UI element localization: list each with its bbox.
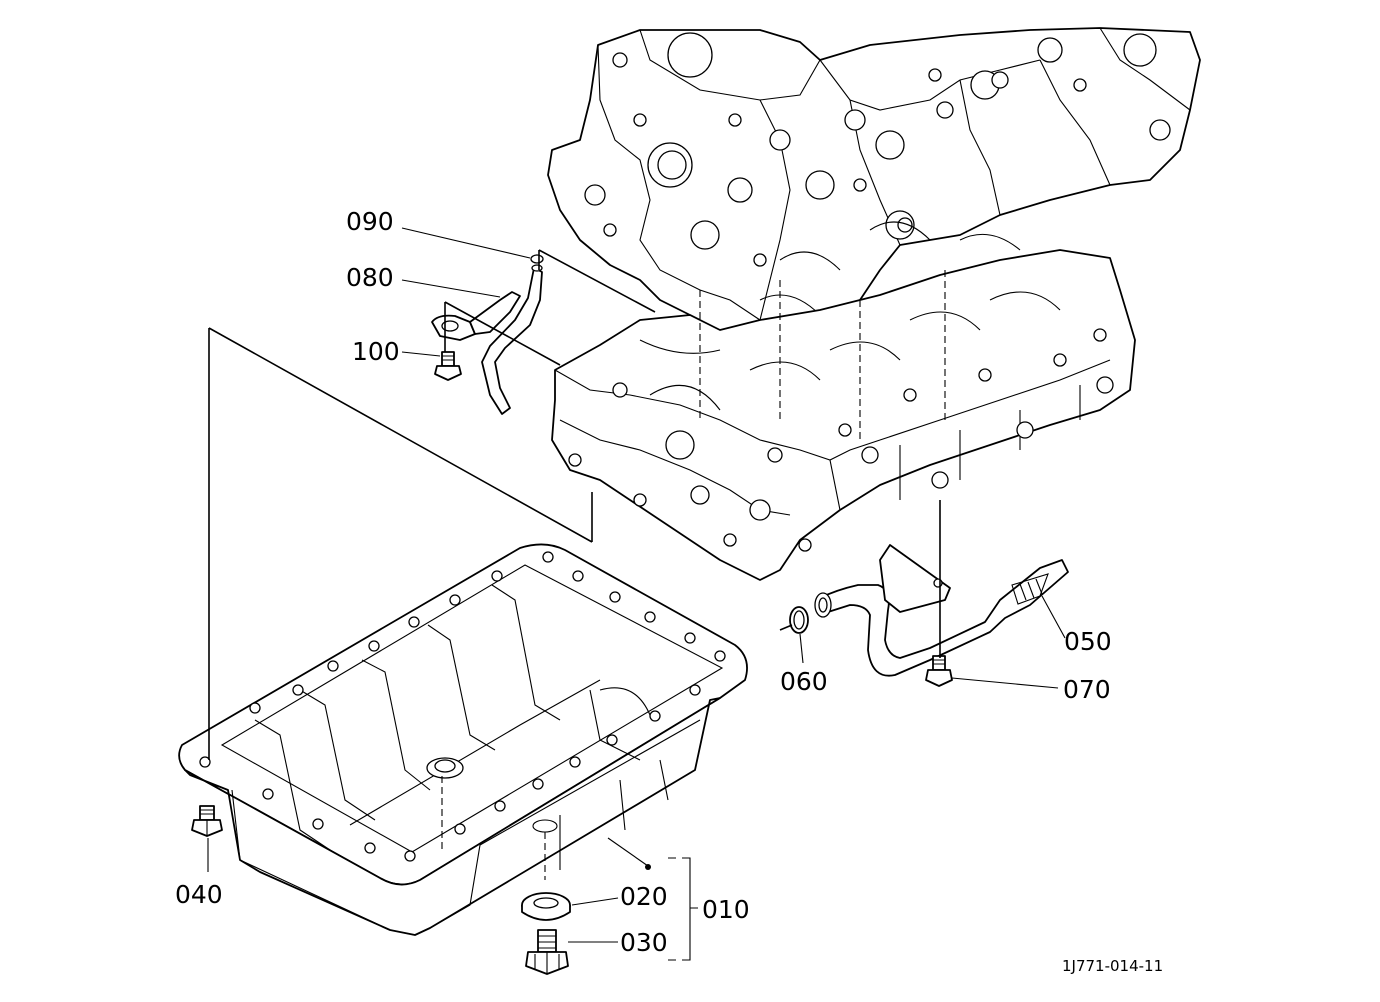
bolt-040	[191, 805, 223, 837]
o-ring-090	[530, 254, 544, 264]
label-070: 070	[1063, 675, 1111, 704]
label-030: 030	[620, 928, 668, 957]
bolt-070	[925, 655, 953, 687]
oil-pipe-080	[431, 264, 543, 415]
oil-strainer-050	[814, 544, 1069, 677]
label-050: 050	[1064, 627, 1112, 656]
label-010: 010	[702, 895, 750, 924]
label-060: 060	[780, 667, 828, 696]
flange-bolt-holes	[199, 551, 726, 862]
assembly-lines	[208, 249, 941, 760]
label-080: 080	[346, 263, 394, 292]
bolt-100	[434, 351, 462, 381]
engine-block	[547, 27, 1201, 581]
label-020: 020	[620, 882, 668, 911]
drain-gasket-020	[521, 892, 571, 921]
drawing-code: 1J771-014-11	[1062, 957, 1163, 975]
label-040: 040	[175, 880, 223, 909]
leader-lines	[207, 227, 1066, 961]
label-090: 090	[346, 207, 394, 236]
o-ring-060	[789, 606, 809, 634]
label-100: 100	[352, 337, 400, 366]
oil-pan	[178, 543, 748, 936]
drain-plug-030	[525, 929, 569, 975]
